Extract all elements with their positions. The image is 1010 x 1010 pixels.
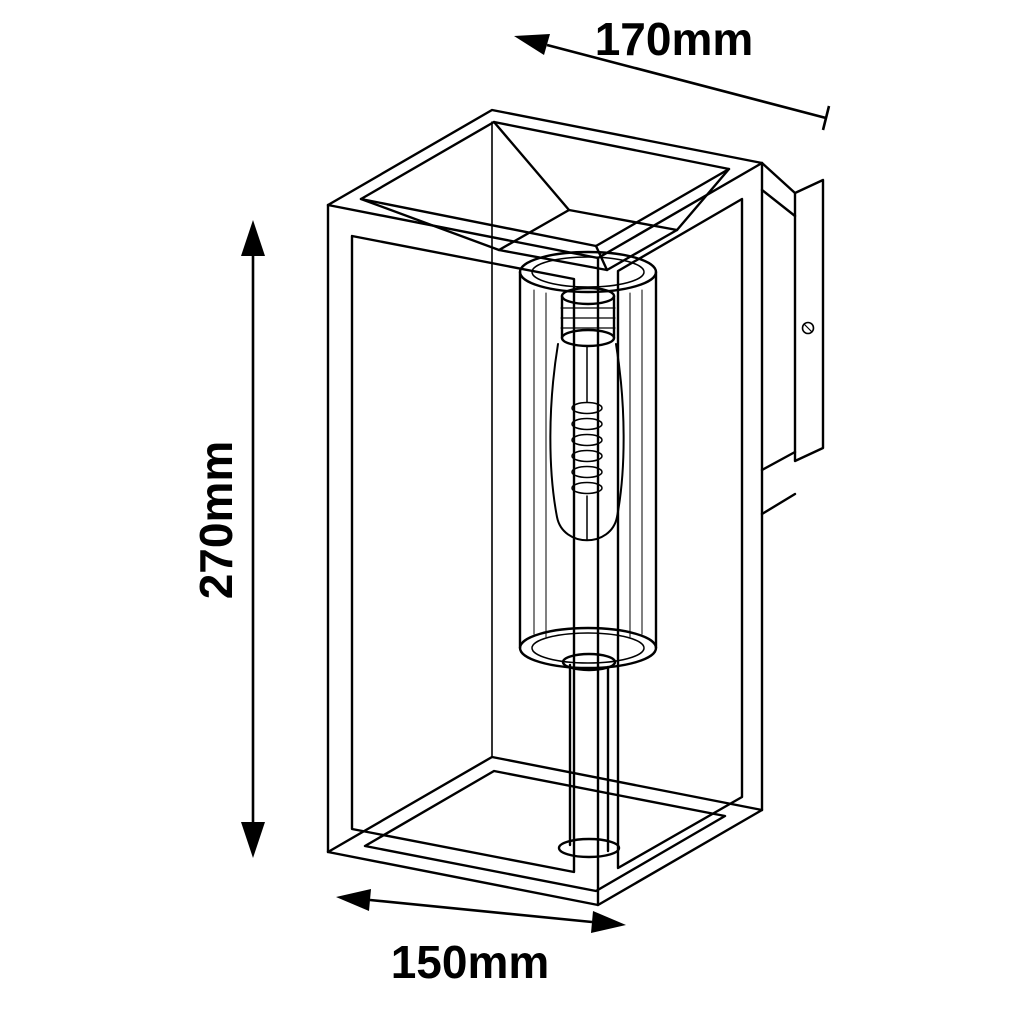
depth-end-tick <box>821 105 831 131</box>
mount-screw <box>801 321 815 335</box>
bottom-frame <box>326 755 764 893</box>
mount-top-arm-upper <box>760 161 797 195</box>
width-arrowhead-right <box>591 911 626 933</box>
dimension-height: 270mm <box>190 220 265 858</box>
width-label: 150mm <box>391 936 550 988</box>
glass-hatching <box>533 289 643 638</box>
rod-base <box>557 837 621 859</box>
support-rod <box>557 652 621 859</box>
dimension-width: 150mm <box>336 889 626 988</box>
mount-plate <box>793 178 825 463</box>
front-face-inner <box>350 234 576 874</box>
mount-lower-arm-upper <box>760 450 797 472</box>
depth-label: 170mm <box>595 13 754 65</box>
mount-top-arm-lower <box>760 188 797 218</box>
glass-cylinder <box>518 250 658 670</box>
bottom-outer-back-edges <box>326 755 764 854</box>
wall-mount <box>760 161 825 516</box>
rod-flange <box>561 652 617 672</box>
socket-bottom <box>560 328 616 348</box>
width-dimension-line <box>369 898 593 924</box>
funnel-line-front-left <box>359 197 501 252</box>
cylinder-bottom-rim-inner <box>531 632 645 664</box>
right-face-outer <box>596 161 764 907</box>
top-face-inner <box>359 120 731 248</box>
roof-funnel <box>359 120 731 272</box>
filament-bulb <box>549 343 625 542</box>
lamp-cap <box>497 208 679 272</box>
socket-ridges <box>560 307 616 329</box>
front-face-outer <box>326 203 600 907</box>
bottom-inner <box>363 769 727 893</box>
height-label: 270mm <box>190 441 242 600</box>
socket-top <box>560 286 616 306</box>
dimension-depth: 170mm <box>514 13 831 131</box>
height-arrowhead-top <box>241 220 265 256</box>
width-arrowhead-left <box>336 889 371 911</box>
mount-screw-slot <box>803 323 813 333</box>
funnel-line-back-right <box>675 167 731 232</box>
cage-frame <box>326 108 764 907</box>
wall-lantern-drawing <box>326 108 825 907</box>
funnel-line-back-left <box>492 120 571 212</box>
lamp-socket <box>560 286 616 348</box>
depth-dimension-line <box>546 43 827 120</box>
cylinder-bottom-rim <box>518 626 658 670</box>
cylinder-top-rim-inner <box>531 256 645 288</box>
top-face-outer <box>326 108 764 207</box>
depth-arrowhead <box>514 34 550 55</box>
height-arrowhead-bottom <box>241 822 265 858</box>
right-face-inner <box>616 197 744 870</box>
filament-coil <box>571 401 603 495</box>
mount-lower-arm-lower <box>760 492 797 516</box>
